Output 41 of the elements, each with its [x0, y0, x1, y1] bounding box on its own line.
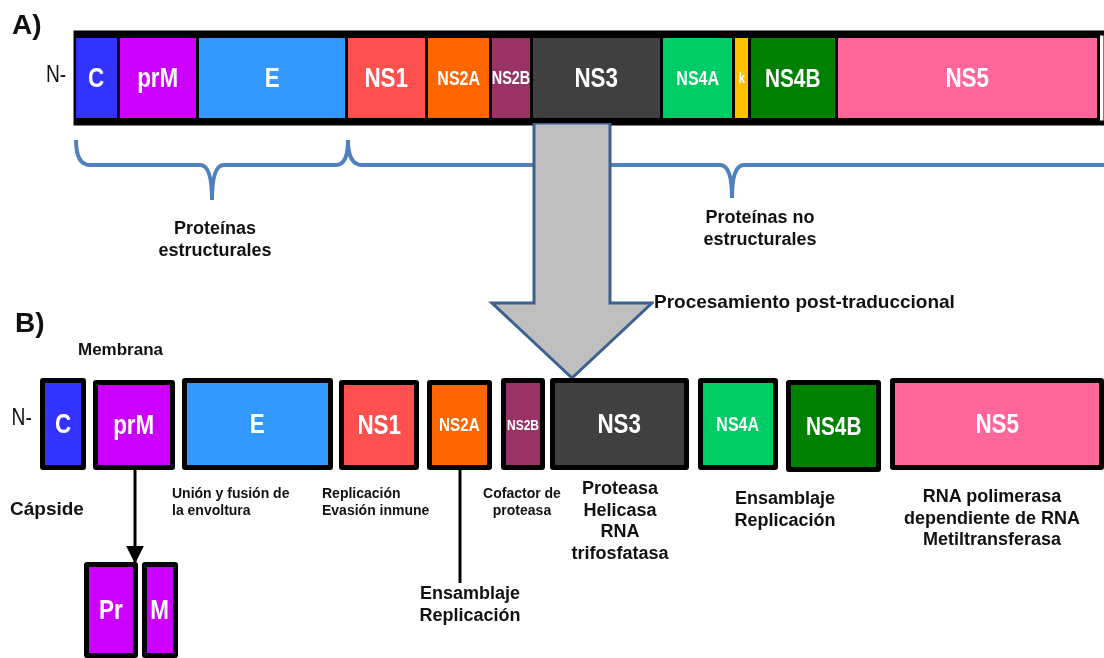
protein-segment: NS1	[339, 380, 419, 470]
function-caption: Cofactor de proteasa	[482, 485, 562, 519]
function-caption: Ensamblaje Replicación	[395, 583, 545, 627]
protein-segment: NS2A	[427, 380, 492, 470]
protein-segment: NS2B	[501, 378, 545, 470]
panel-letter: B)	[15, 306, 46, 340]
protein-segment: Pr	[84, 562, 138, 658]
function-caption: Unión y fusión de la envoltura	[172, 485, 291, 519]
protein-segment: k	[735, 33, 751, 123]
protein-segment: C	[40, 378, 86, 470]
protein-segment: NS3	[533, 33, 663, 123]
bracket-caption: Proteínas estructurales	[157, 218, 273, 262]
protein-segment: E	[182, 378, 333, 470]
protein-segment: NS5	[838, 33, 1100, 123]
protein-segment: NS2B	[492, 33, 533, 123]
protein-segment: NS2A	[428, 33, 492, 123]
protein-segment: E	[199, 33, 348, 123]
protein-segment: M	[142, 562, 178, 658]
process-arrow	[488, 121, 656, 381]
function-caption: Cápside	[10, 498, 85, 521]
function-caption: Membrana	[78, 340, 165, 361]
protein-segment: NS3	[550, 378, 689, 470]
function-caption: RNA polimerasa dependiente de RNA Metiltransferasa	[903, 486, 1081, 551]
protein-segment: NS5	[890, 378, 1104, 470]
n-terminus-mark: N-	[11, 403, 33, 432]
n-terminus-mark: N-	[46, 60, 68, 89]
panel-letter: A)	[12, 8, 43, 42]
function-caption: Replicación Evasión inmune	[322, 485, 431, 519]
protein-segment: NS4B	[786, 380, 881, 472]
protein-segment: prM	[93, 380, 175, 470]
arrow	[126, 470, 144, 564]
function-caption: Proteasa Helicasa RNA trifosfatasa	[570, 478, 670, 565]
protein-segment: NS4B	[751, 33, 838, 123]
protein-segment: NS4A	[698, 378, 778, 470]
protein-segment: prM	[120, 33, 199, 123]
leader-line	[458, 470, 462, 583]
protein-segment: NS1	[348, 33, 428, 123]
bracket-caption: Proteínas no estructurales	[702, 207, 818, 251]
function-caption: Ensamblaje Replicación	[733, 488, 837, 532]
protein-segment: NS4A	[663, 33, 735, 123]
protein-segment: C	[76, 33, 120, 123]
